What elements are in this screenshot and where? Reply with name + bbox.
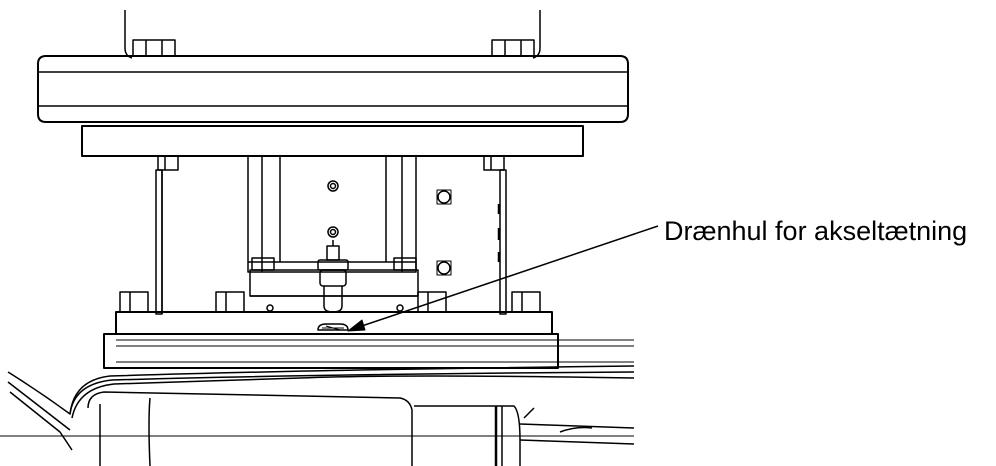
coupling-plate [249,269,419,312]
lower-flange [103,311,634,369]
top-flange-bolt-left [132,39,176,57]
drain-hole [317,323,349,331]
bracket-right [499,169,507,315]
upper-column [124,10,541,59]
adapter-plate [81,125,584,157]
lower-flange-bolts [119,291,541,313]
coupling-housing [247,155,417,273]
valve-body [0,365,635,466]
bracket-bolts [157,155,505,171]
bracket-left [155,169,163,315]
top-flange [37,55,629,123]
callout-leader [347,225,659,332]
callout-label: Drænhul for akseltætning [664,216,968,246]
side-nuts [436,189,452,276]
top-flange-bolt-right [491,39,535,57]
grease-fitting [317,240,349,313]
